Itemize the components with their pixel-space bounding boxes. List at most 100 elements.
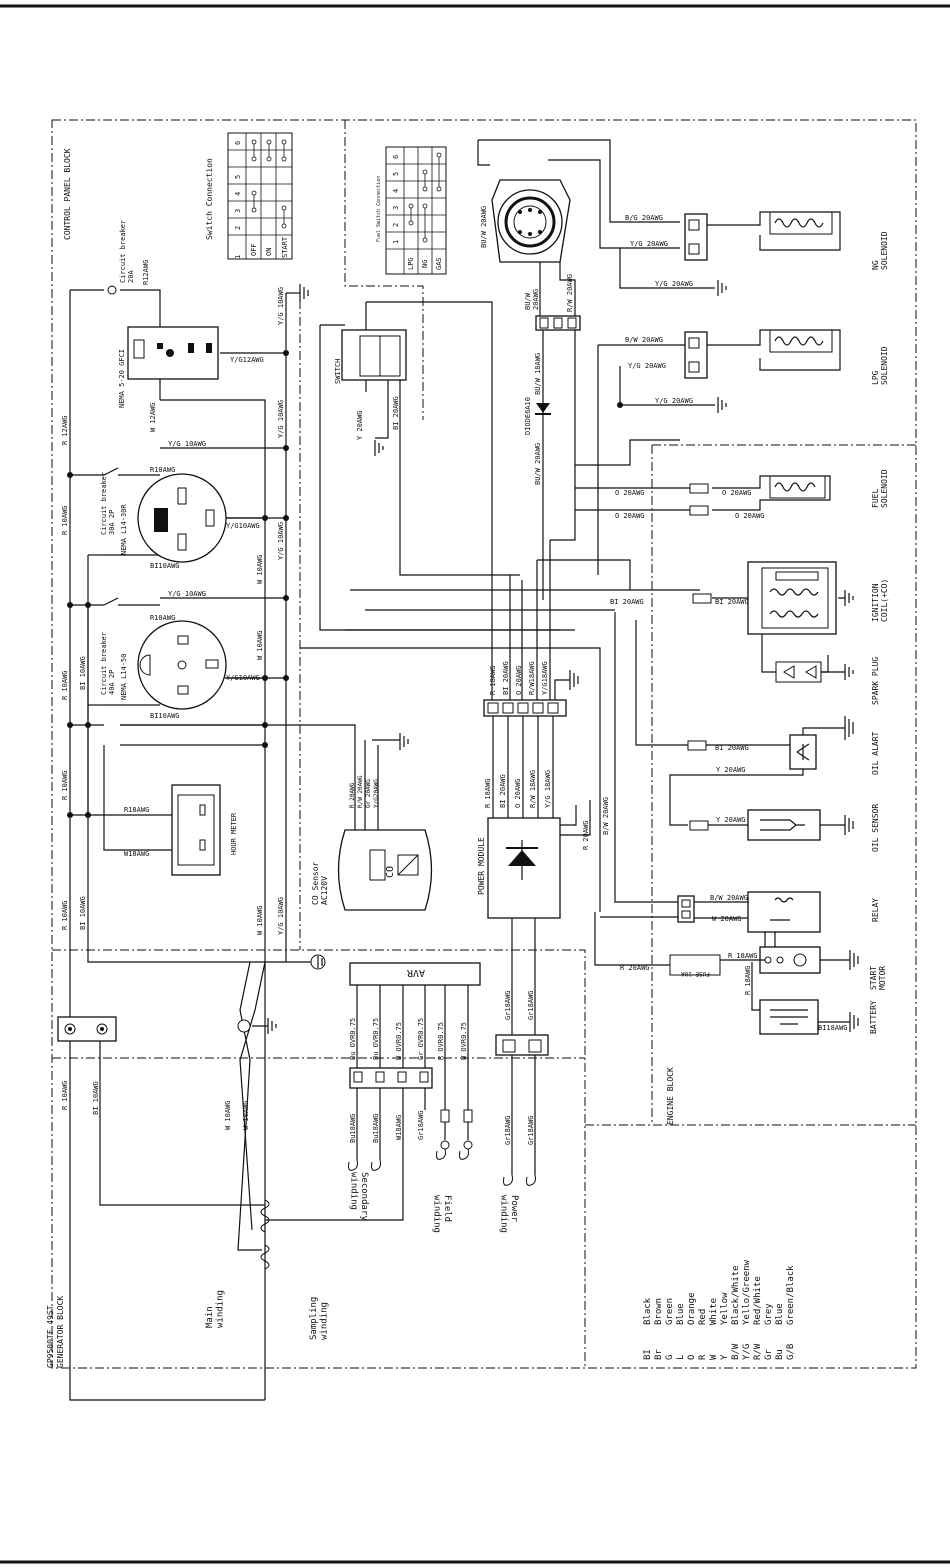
legend-code: G [665,1355,675,1360]
gen-r10awg-label: R 10AWG [61,1080,69,1110]
r20awg-fuse-label: R 20AWG [620,964,650,972]
pm-top-2: BI 20AWG [502,661,510,695]
fuel-solenoid-label: FUELSOLENOID [871,469,889,508]
yg20awg-ng-label: Y/G 20AWG [630,240,668,248]
power-module-label: POWER MODULE [477,837,486,895]
power-winding-connector: Gr18AWG Gr18AWG Powerwinding [495,1034,549,1233]
co-wire-4: Y/G20AWG [373,779,380,808]
yg10awg-label-2: Y/G10AWG [226,674,260,682]
spark-plug-label: SPARK PLUG [871,657,880,705]
sw-col-3: 3 [234,209,242,213]
co-wire-3: Gr 20AWG [365,779,372,808]
power-module: POWER MODULE R 18AWG BI 20AWG O 20AWG R/… [477,465,631,1035]
bw20awg-relay-label: B/W 20AWG [710,894,748,902]
fuel-switch-connection-table: Fuel Switch Connection 1 2 3 4 5 6 LPG N… [376,146,447,275]
r18awg-bat-label: R 18AWG [744,965,752,995]
co-wire-2: R/W 20AWG [357,775,364,808]
avr-wire-5: R OVR0.75 [437,1022,445,1060]
r10awg-left-label-a: R 10AWG [61,505,69,535]
r10awg-bottom-label: R 10AWG [61,900,69,930]
gr18awg-c-label: Gr18AWG [504,1115,512,1145]
avr-wire-2: Bu OVR0.75 [372,1018,380,1060]
fs-col-6: 6 [392,155,400,159]
pm-top-3: O 20AWG [515,665,523,695]
sw-col-5: 5 [234,175,242,179]
legend-code: Gr [764,1349,774,1360]
y20awg-oa-label: Y 20AWG [716,766,746,774]
pm-r20awg-label: R 20AWG [582,820,590,850]
legend-code: R/W [753,1343,763,1360]
fs-col-1: 1 [392,240,400,244]
w10awg-label-2: W 10AWG [256,630,264,660]
co-sensor: CO CO SensorAC120V R 20AWG R/W 20AWG Gr … [311,775,433,911]
fuse-label: FUSE 10A [681,970,710,977]
pm-in-4: R/W 18AWG [529,770,537,808]
legend-color-name: Green/Black [786,1265,796,1325]
r10awg-label-1: R10AWG [150,466,175,474]
legend-code: R [698,1354,708,1360]
yg20awg-ng2-label: Y/G 20AWG [655,280,693,288]
legend-color-name: Orange [687,1292,697,1325]
r10awg-label-2: R10AWG [150,614,175,622]
buw20awg-label: BU/W 20AWG [480,206,488,248]
legend-code: Y/G [742,1344,752,1360]
bi20awg-oa-label: BI 20AWG [715,744,749,752]
gen-bi10awg-label: BI 10AWG [92,1081,100,1115]
oil-alart-label: OIL ALART [871,731,880,775]
r12awg-left-label: R 12AWG [61,415,69,445]
bi10awg-label-1: BI10AWG [150,562,180,570]
color-legend: BIBlackBrBrownGGreenLBlueOOrangeRRedWWhi… [643,1259,796,1360]
bw20awg-lpg-label: B/W 20AWG [625,336,663,344]
legend-color-name: Yellow [720,1292,730,1325]
o20awg-label-a: O 20AWG [615,489,645,497]
cb-20a-label: Circuit breaker20A [119,220,135,283]
gfci-label: NEMA 5-20 GFCI [118,349,126,408]
avr-wire-1: Bu OVR0.75 [349,1018,357,1060]
co-wire-1: R 20AWG [349,782,356,808]
gr18awg-d-label: Gr18AWG [527,1115,535,1145]
power-winding-label: Powerwinding [499,1195,519,1233]
r10awg-left-label-b: R 10AWG [61,670,69,700]
w12awg-label: W 12AWG [149,402,157,432]
cb-40a-label: Circuit breaker40A 2P [100,632,116,695]
bi20awg-sw-label: BI 20AWG [392,396,400,430]
fs-row-gas: GAS [435,257,443,270]
y20awg-os-label: Y 20AWG [716,816,746,824]
ignition-coil: IGNITIONCOIL(+CO) SPARK PLUG BI 20AWG BI… [610,561,889,705]
fs-col-4: 4 [392,189,400,193]
bg20awg-label: B/G 20AWG [625,214,663,222]
bi10awg-label-2: BI10AWG [150,712,180,720]
nema-l14-30r-label: NEMA L14-30R [120,504,128,555]
cb-30a-label: Circuit breaker30A 2P [100,472,116,535]
fs-col-5: 5 [392,172,400,176]
fuel-solenoid: FUELSOLENOID O 20AWG O 20AWG O 20AWG O 2… [575,469,889,520]
bi18awg-bat-label: BI18AWG [818,1024,848,1032]
model-label: GP9500TF 49ST [46,1305,55,1368]
legend-color-name: Brown [654,1298,664,1325]
receptacle-l14-30r: Circuit breaker30A 2P NEMA L14-30R R10AW… [61,440,285,584]
gen-w10awg-a-label: W 10AWG [224,1100,232,1130]
spark-plug [775,661,854,683]
fs-row-lpg: LPG [407,257,415,270]
yg20awg-lpg-label: Y/G 20AWG [628,362,666,370]
secondary-winding-label: Secondarywinding [349,1172,369,1221]
bi20awg-ic2-label: BI 20AWG [715,598,749,606]
sampling-winding-label: Samplingwinding [309,1297,329,1340]
diode-label: DIODE6A10 [524,397,532,435]
o20awg-label-d: O 20AWG [735,512,765,520]
legend-code: Y [720,1354,730,1360]
ng-solenoid-label: NGSOLENOID [871,231,889,270]
yg10awg-label-a: Y/G 10AWG [277,287,285,325]
engine-block-label: ENGINE BLOCK [666,1067,675,1125]
pm-in-3: O 20AWG [514,778,522,808]
legend-color-name: Yello/Greenw [742,1259,752,1325]
field-winding-label: Fieldwinding [432,1195,452,1233]
lpg-solenoid: LPGSOLENOID B/W 20AWG Y/G 20AWG Y/G 20AW… [597,329,889,575]
r12awg-label: R12AWG [142,260,150,285]
bi10awg-bottom-label: BI 10AWG [79,896,87,930]
pm-bw20awg-label: B/W 20AWG [602,797,610,835]
ignition-switch: SWITCH Y 20AWG BI 20AWG [334,329,407,440]
gfci-receptacle: NEMA 5-20 GFCI Circuit breaker20A R12AWG… [61,220,285,445]
r18awg-motor-label: R 18AWG [728,952,758,960]
